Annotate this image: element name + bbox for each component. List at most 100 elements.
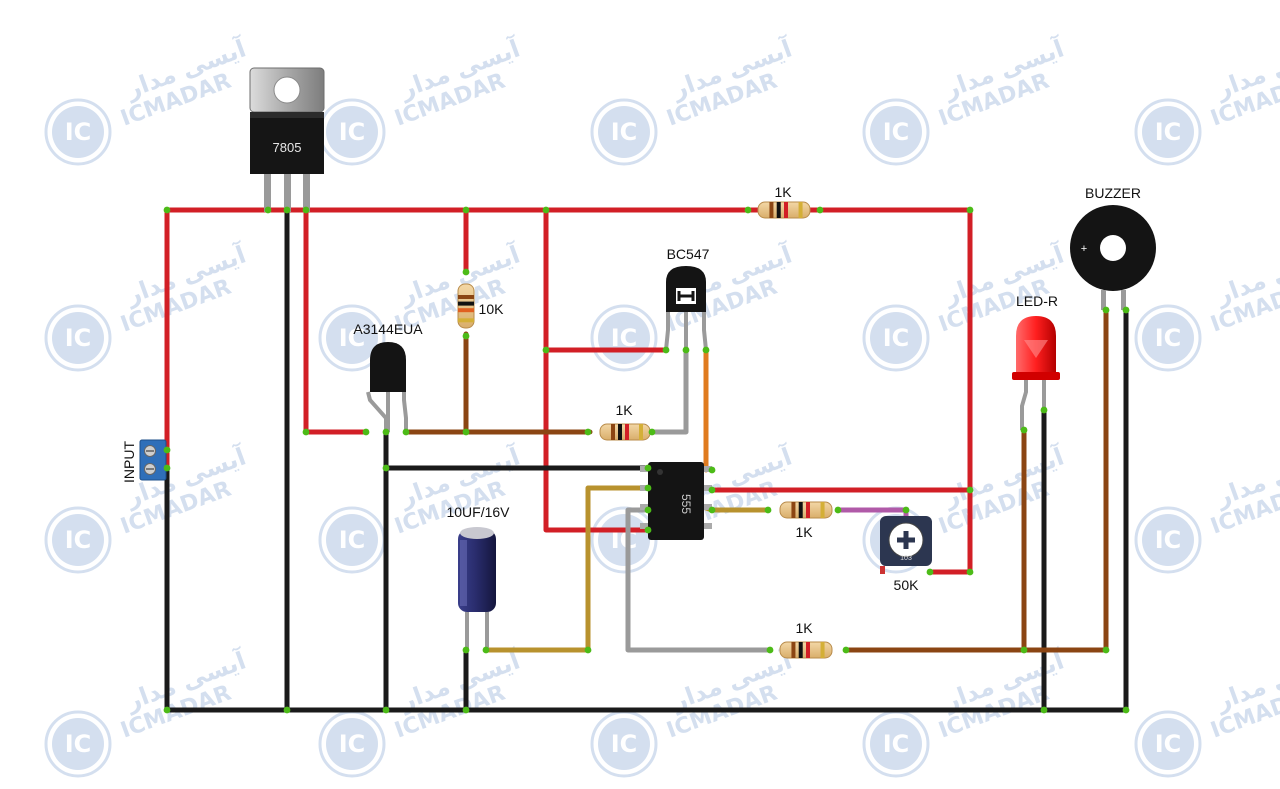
pin-dot (766, 646, 774, 654)
red-led (1012, 316, 1060, 430)
pin-dot (648, 428, 656, 436)
pin-dot (702, 346, 710, 354)
svg-text:IC: IC (1155, 324, 1182, 352)
wire-gray (625, 507, 773, 653)
pin-dot (744, 206, 752, 214)
wire-red (543, 207, 651, 533)
svg-text:IC: IC (611, 730, 638, 758)
svg-text:IC: IC (1155, 526, 1182, 554)
pin-dot (584, 428, 592, 436)
resistor-pullup-label: 10K (479, 301, 505, 317)
pin-dot (302, 206, 310, 214)
pin-dot (462, 332, 470, 340)
input-label: INPUT (121, 441, 137, 483)
svg-text:IC: IC (883, 118, 910, 146)
pin-dot (462, 646, 470, 654)
pin-dot (816, 206, 824, 214)
svg-text:IC: IC (339, 324, 366, 352)
pin-dot (764, 506, 772, 514)
regulator-label: 7805 (273, 140, 302, 155)
voltage-regulator-7805: 7805 (249, 67, 325, 212)
pin-dot (482, 646, 490, 654)
svg-text:IC: IC (883, 324, 910, 352)
svg-text:IC: IC (65, 526, 92, 554)
led-label: LED-R (1016, 293, 1058, 309)
wire-olive (483, 485, 771, 653)
hall-sensor-label: A3144EUA (353, 321, 423, 337)
pot-marking: 103 (900, 555, 912, 562)
pin-dot (834, 506, 842, 514)
svg-text:IC: IC (883, 730, 910, 758)
svg-text:IC: IC (65, 118, 92, 146)
pin-dot (462, 428, 470, 436)
resistor-10k-pullup (457, 283, 475, 329)
electrolytic-capacitor (458, 527, 496, 650)
svg-text:IC: IC (339, 526, 366, 554)
pin-dot (402, 428, 410, 436)
resistor-led-label: 1K (795, 620, 813, 636)
pin-dot (1122, 706, 1130, 714)
svg-text:IC: IC (611, 324, 638, 352)
pin-dot (966, 568, 974, 576)
pin-dot (283, 206, 291, 214)
pin-layer (163, 206, 1130, 714)
resistor-top-label: 1K (774, 184, 792, 200)
resistor-base-label: 1K (615, 402, 633, 418)
svg-text:IC: IC (611, 118, 638, 146)
pin-dot (542, 346, 550, 354)
mounting-hole-icon (273, 76, 301, 104)
pin-dot (644, 484, 652, 492)
hall-sensor-a3144 (366, 342, 408, 432)
pin-dot (708, 486, 716, 494)
pin-dot (644, 506, 652, 514)
pin-dot (644, 464, 652, 472)
pin-dot (902, 506, 910, 514)
transistor-bc547 (664, 266, 708, 351)
svg-text:IC: IC (65, 324, 92, 352)
pin-dot (842, 646, 850, 654)
pin-dot (584, 646, 592, 654)
pin-dot (462, 268, 470, 276)
pin-dot (644, 526, 652, 534)
pin-dot (966, 206, 974, 214)
timer-ic-555: 555 (640, 462, 712, 540)
pin-dot (462, 206, 470, 214)
svg-text:IC: IC (65, 730, 92, 758)
buzzer: + (1070, 205, 1156, 310)
svg-text:IC: IC (1155, 730, 1182, 758)
pin-dot (382, 464, 390, 472)
timer-ic-label: 555 (679, 494, 693, 514)
pin-dot (264, 206, 272, 214)
pin-dot (163, 464, 171, 472)
capacitor-label: 10UF/16V (446, 504, 510, 520)
trimmer-potentiometer: 103 (880, 516, 932, 574)
buzzer-label: BUZZER (1085, 185, 1141, 201)
resistor-1k-led (779, 641, 833, 659)
pin-dot (1040, 706, 1048, 714)
pin-dot (1020, 646, 1028, 654)
pin-dot (682, 346, 690, 354)
pin-dot (462, 706, 470, 714)
pin-dot (382, 428, 390, 436)
pin-dot (163, 706, 171, 714)
pin-dot (382, 706, 390, 714)
transistor-label: BC547 (667, 246, 710, 262)
component-layer: 7805 INPUT A3144EUA (121, 67, 1156, 659)
resistor-1k-base (599, 423, 651, 441)
pin-dot (362, 428, 370, 436)
pin-dot (926, 568, 934, 576)
pin-dot (662, 346, 670, 354)
pot-label: 50K (894, 577, 920, 593)
pin-dot (1020, 426, 1028, 434)
pin-dot (542, 206, 550, 214)
svg-text:IC: IC (339, 118, 366, 146)
pin-dot (163, 206, 171, 214)
input-terminal-block (139, 439, 167, 481)
